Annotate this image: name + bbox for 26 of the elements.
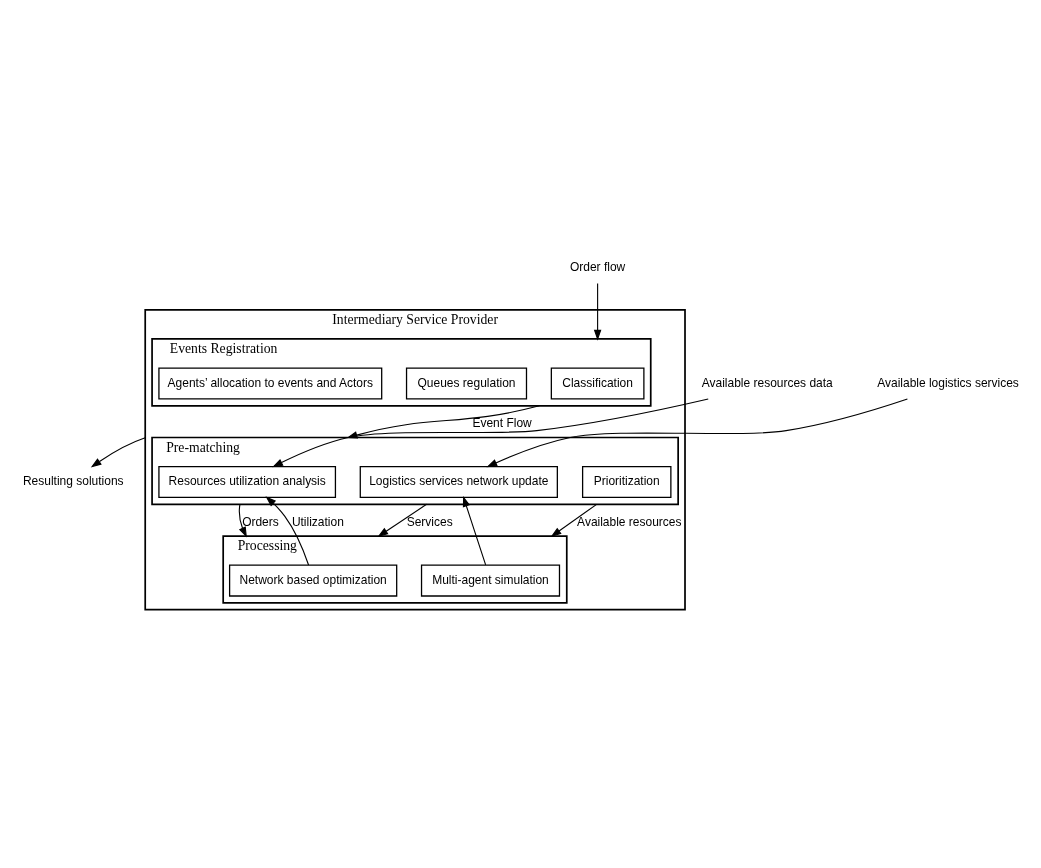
arrow [377,503,428,537]
edge-label: Services [406,514,453,529]
arrow [238,503,247,538]
node-text: Available logistics services [877,375,1019,390]
arrow [272,397,709,467]
edge-label: Available resources [577,514,682,529]
node-text: Resulting solutions [22,473,124,488]
edge-label: Event Flow [472,415,532,430]
edge-label: Orders [242,514,279,529]
node-box: Classification [550,366,645,400]
node-text: Available resources data [701,375,833,390]
arrow [550,503,598,537]
node-text: Order flow [569,259,626,274]
node-box: Agents’ allocation to events and Actors [158,366,383,400]
node-box: Prioritization [581,465,672,498]
edge-label: Utilization [291,514,344,529]
arrow [265,495,310,565]
node-box: Logistics services network update [359,465,558,498]
arrow [90,436,146,467]
node-box: Network based optimization [228,564,398,597]
node-box: Resources utilization analysis [158,465,337,498]
node-box: Queues regulation [405,366,528,400]
arrow [593,282,602,341]
arrow [486,397,908,467]
arrow [462,495,487,565]
node-box: Multi-agent simulation [420,564,561,597]
